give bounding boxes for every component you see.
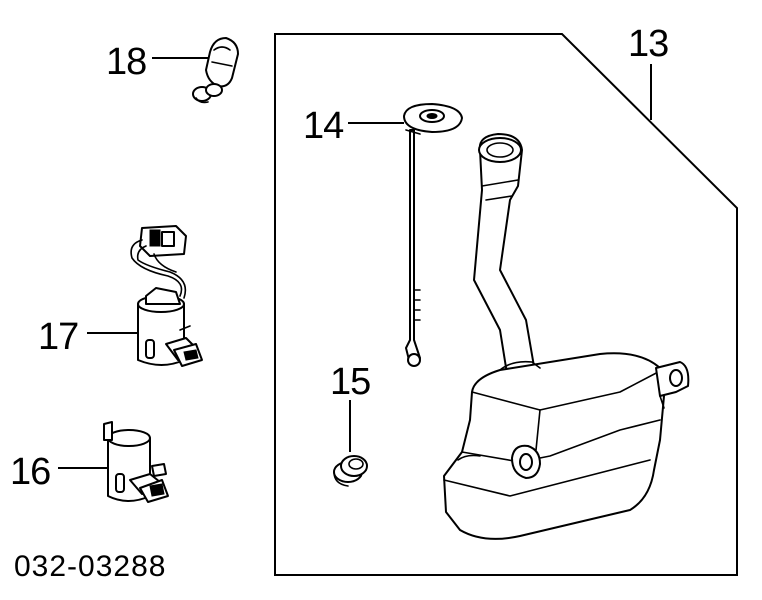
level-gauge-part (403, 103, 463, 367)
callout-15: 15 (330, 361, 370, 403)
washer-nozzle-part (192, 37, 239, 104)
grommet-part (333, 455, 368, 487)
diagram-code: 032-03288 (14, 550, 166, 583)
callout-18: 18 (106, 41, 146, 83)
washer-pump-with-harness-part (130, 225, 203, 367)
washer-tank-part (443, 133, 690, 540)
assembly-frame (274, 33, 738, 576)
callout-13: 13 (628, 23, 668, 65)
callout-14: 14 (303, 105, 344, 147)
callout-16: 16 (10, 451, 50, 493)
callout-17: 17 (38, 316, 78, 358)
washer-pump-part (103, 421, 169, 503)
